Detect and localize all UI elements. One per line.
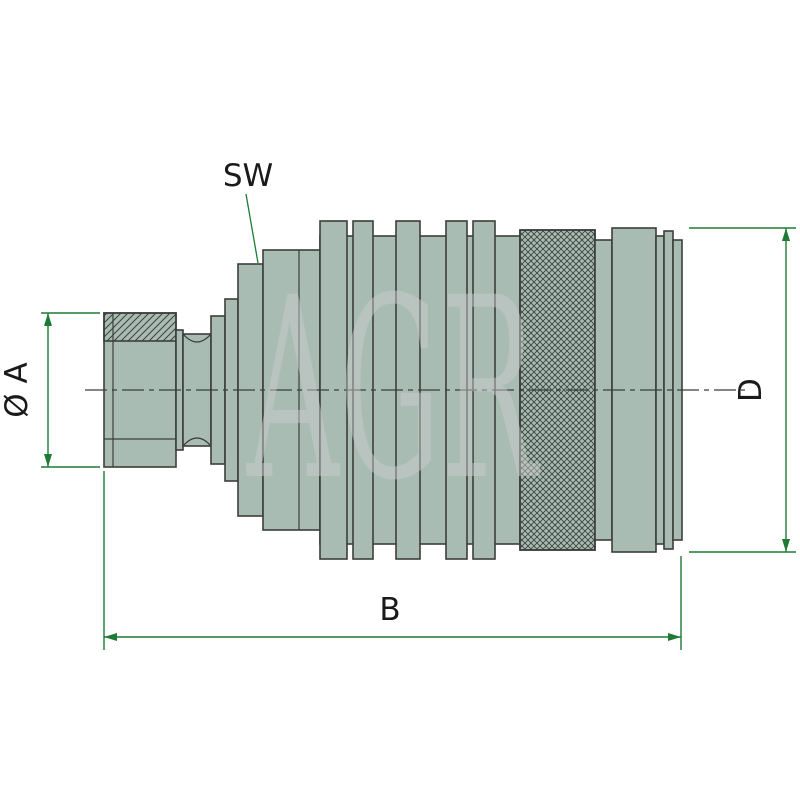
thread-hatch-band — [103, 312, 177, 342]
dimension-diameter-d: D — [689, 227, 796, 553]
dim-d-label: D — [733, 378, 769, 402]
dim-a-arrow-down — [44, 454, 52, 467]
sw-leader-line — [245, 193, 259, 264]
watermark: AGR — [246, 244, 540, 535]
runout-curve-top — [182, 333, 212, 343]
sw-label: SW — [223, 158, 273, 194]
runout-curve-bottom — [182, 437, 212, 447]
dim-a-label: Ø A — [0, 362, 35, 417]
dim-b-arrow-right — [668, 633, 681, 641]
dim-b-label: B — [379, 592, 400, 628]
dimension-diameter-a: Ø A — [0, 312, 100, 468]
dimension-length-b: B — [103, 471, 682, 650]
callout-wrench-size: SW — [223, 158, 273, 264]
dim-b-arrow-left — [104, 633, 117, 641]
dim-a-arrow-up — [44, 313, 52, 326]
dim-d-arrow-down — [782, 539, 790, 552]
dim-d-arrow-up — [782, 228, 790, 241]
